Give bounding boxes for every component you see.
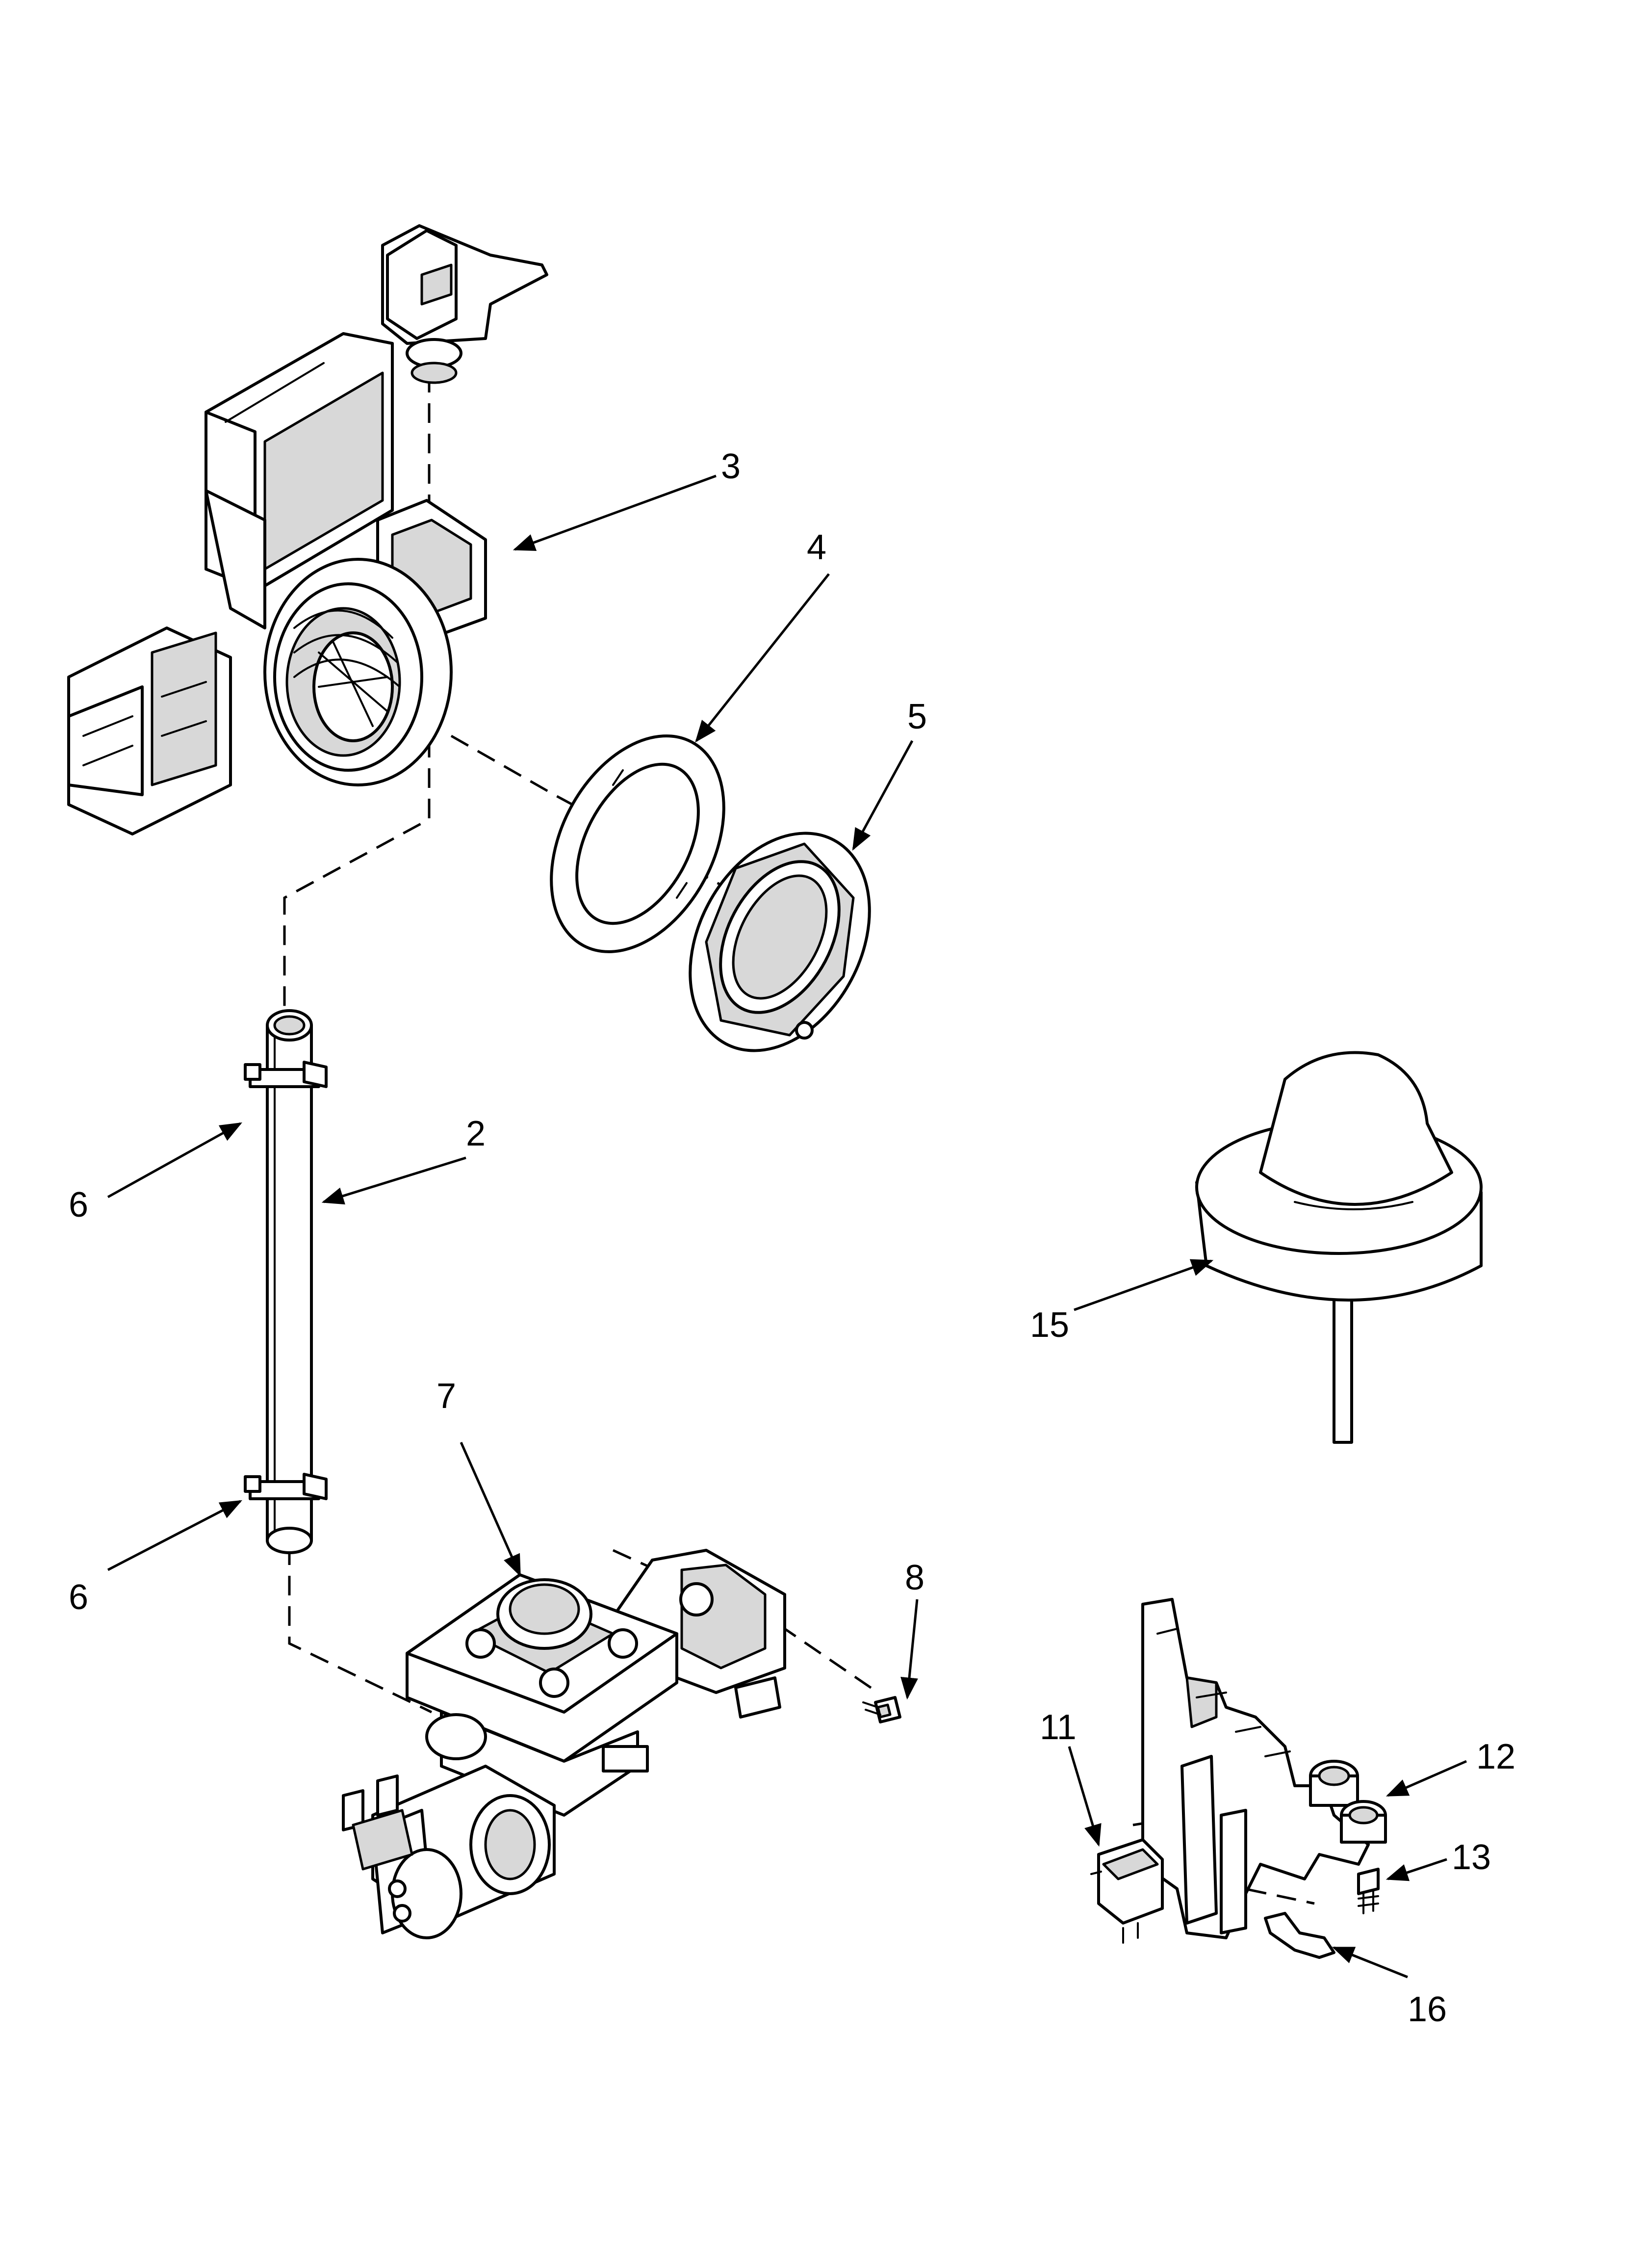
lever-16 [1264, 1912, 1335, 1959]
callout-11: 11 [1040, 1708, 1077, 1747]
callout-6-bottom: 6 [69, 1578, 88, 1617]
float [1195, 1051, 1483, 1444]
callout-5: 5 [907, 697, 927, 736]
callout-15: 15 [1030, 1305, 1069, 1345]
callout-6-top: 6 [69, 1185, 88, 1225]
callout-13: 13 [1452, 1838, 1491, 1877]
hose-clamp-top [244, 1061, 328, 1088]
gasket-ring [550, 734, 725, 953]
callout-7: 7 [436, 1377, 456, 1416]
callout-3: 3 [721, 447, 741, 486]
callout-16: 16 [1408, 1990, 1447, 2029]
callout-labels: 3 4 5 2 6 6 7 8 15 11 12 13 16 [69, 447, 1515, 2029]
callout-4: 4 [807, 528, 826, 567]
retaining-nut [689, 832, 871, 1052]
inlet-valve [342, 1549, 786, 1939]
callout-2: 2 [466, 1114, 486, 1153]
fill-funnel-assembly [67, 224, 548, 835]
float-switch-bracket [1141, 1598, 1370, 1939]
callout-8: 8 [905, 1558, 924, 1597]
leader-lines [107, 474, 1467, 1979]
screw-8 [862, 1696, 901, 1723]
fill-hose [266, 1009, 313, 1554]
microswitch-11 [1090, 1838, 1164, 1944]
callout-12: 12 [1476, 1737, 1515, 1776]
nozzle-12 [1309, 1760, 1387, 1844]
screw-13 [1357, 1868, 1380, 1914]
hose-clamp-bottom [244, 1473, 328, 1500]
